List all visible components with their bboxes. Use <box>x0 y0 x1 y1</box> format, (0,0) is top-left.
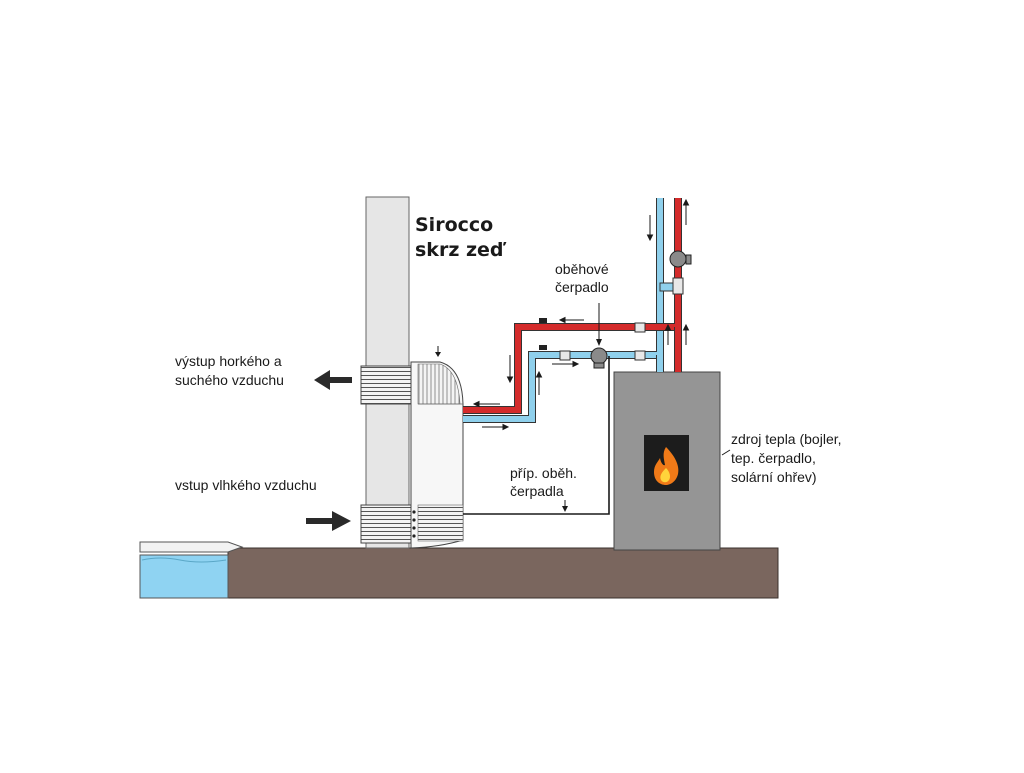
upper-duct <box>360 365 412 405</box>
valve-handle-icon <box>539 318 547 350</box>
aux-pump-line <box>463 356 610 515</box>
pointer-sirocco-arrowhead <box>435 352 441 357</box>
label-heat-source-3: solární ohřev) <box>731 469 817 485</box>
diagram-title-line1: Sirocco <box>415 214 494 236</box>
label-humid-air-in: vstup vlhkého vzduchu <box>175 477 317 493</box>
label-hot-air-out-2: suchého vzduchu <box>175 372 284 388</box>
pointer-aux-arrowhead <box>562 506 568 512</box>
label-aux-pump-1: příp. oběh. <box>510 465 577 481</box>
label-main-pump-2: čerpadlo <box>555 279 609 295</box>
riser-pump-icon <box>669 250 692 268</box>
ground-slab <box>227 547 779 599</box>
label-hot-air-out-1: výstup horkého a <box>175 353 282 369</box>
valve-icon <box>559 277 684 361</box>
label-aux-pump-2: čerpadla <box>510 483 564 499</box>
label-heat-source-2: tep. čerpadlo, <box>731 450 816 466</box>
sirocco-unit <box>410 361 464 549</box>
label-main-pump-1: oběhové <box>555 261 609 277</box>
cold-pipe-circuit <box>463 198 664 423</box>
arrow-left-icon <box>314 370 352 390</box>
flame-icon <box>654 447 679 485</box>
pool-hose <box>139 541 244 553</box>
pool-surface <box>141 557 227 563</box>
pump-icon <box>590 347 608 369</box>
arrow-right-icon <box>306 511 351 531</box>
pointer-arrowhead <box>596 339 602 346</box>
diagram-title-line2: skrz zeď <box>415 239 504 261</box>
pointer-heat-source <box>721 449 731 456</box>
pool-water <box>139 554 229 599</box>
lower-duct <box>360 504 412 544</box>
flow-arrows <box>472 198 690 431</box>
label-heat-source-1: zdroj tepla (bojler, <box>731 431 842 447</box>
